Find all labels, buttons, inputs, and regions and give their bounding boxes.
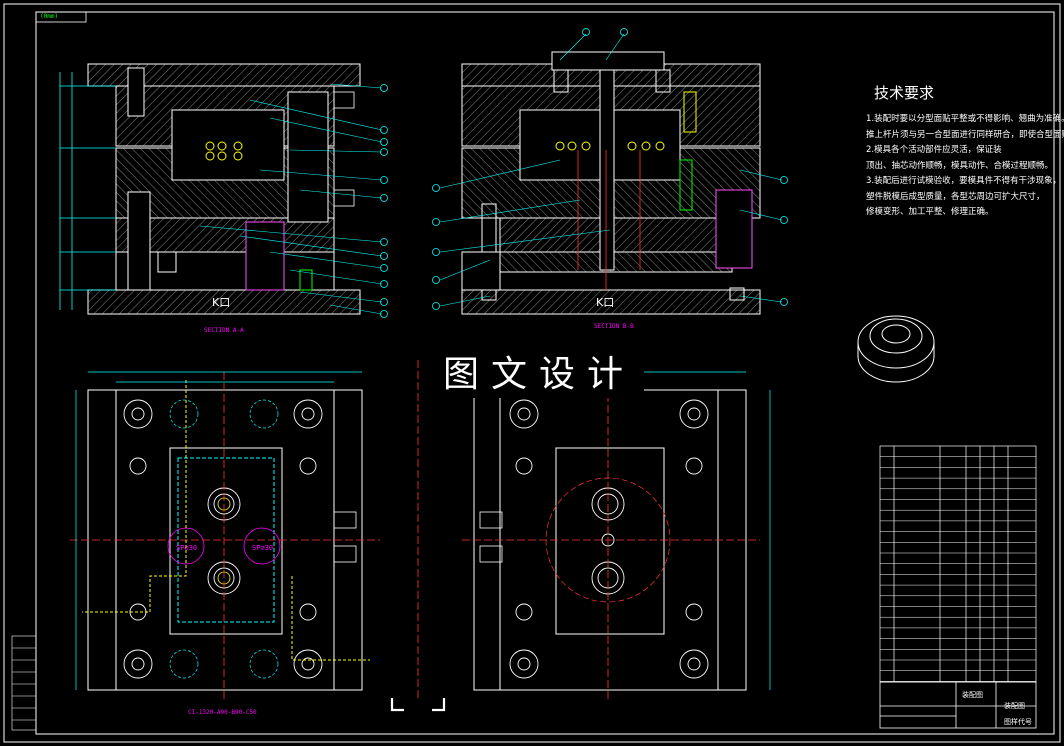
title-block-drawing-no: 图样代号 [1004,717,1032,726]
title-block-name: 装配图 [962,690,983,699]
outer-frame [3,3,1061,743]
section-b-view [432,28,788,315]
plan-view-left [70,371,380,700]
tech-requirement-line: 顶出、抽芯动作顺畅，模具动作、合模过程顺畅。 [866,160,1054,171]
kd-label-right: K口 [596,296,614,309]
section-a-label: SECTION A-A [204,327,244,334]
inner-frame [35,11,1055,735]
tech-requirement-line: 3.装配后进行试模验收，要模具件不得有干涉现象， [866,176,1062,186]
sp-label-1: SP⌀30 [176,544,197,552]
title-block-assembly: 装配图 [1004,701,1025,710]
title-block [879,681,1037,729]
tech-requirement-line: 2.模具各个活动部件应灵活，保证装 [866,145,1002,155]
product-3d-sketch [857,315,935,383]
kd-label-left: K口 [212,296,230,309]
tech-requirement-line: 塑件脱模后成型质量，各型芯周边可扩大尺寸， [866,191,1045,202]
tech-requirement-line: 1.装配时要以分型面贴平整或不得影响、翘曲为准确。 [866,114,1064,124]
plan-view-right [462,371,771,700]
sp-label-2: SP⌀30 [252,544,273,552]
tech-requirement-line: 推上杆片须与另一合型面进行同样研合，即使合型面贴合准确。 [866,129,1064,140]
top-tag: (0mm) [40,13,59,20]
watermark-text: 图文设计 [434,352,644,398]
revision-strip [11,635,37,731]
tech-requirement-line: 修模变形、加工平整、修理正确。 [866,207,994,217]
tech-requirements-title: 技术要求 [874,84,935,102]
bom-table [879,445,1037,683]
section-b-label: SECTION B-B [594,323,634,330]
section-a-view [59,63,388,318]
bottom-code-label: CI-1320-A90-B90-C50 [188,709,257,716]
bom-rows [880,456,1036,682]
